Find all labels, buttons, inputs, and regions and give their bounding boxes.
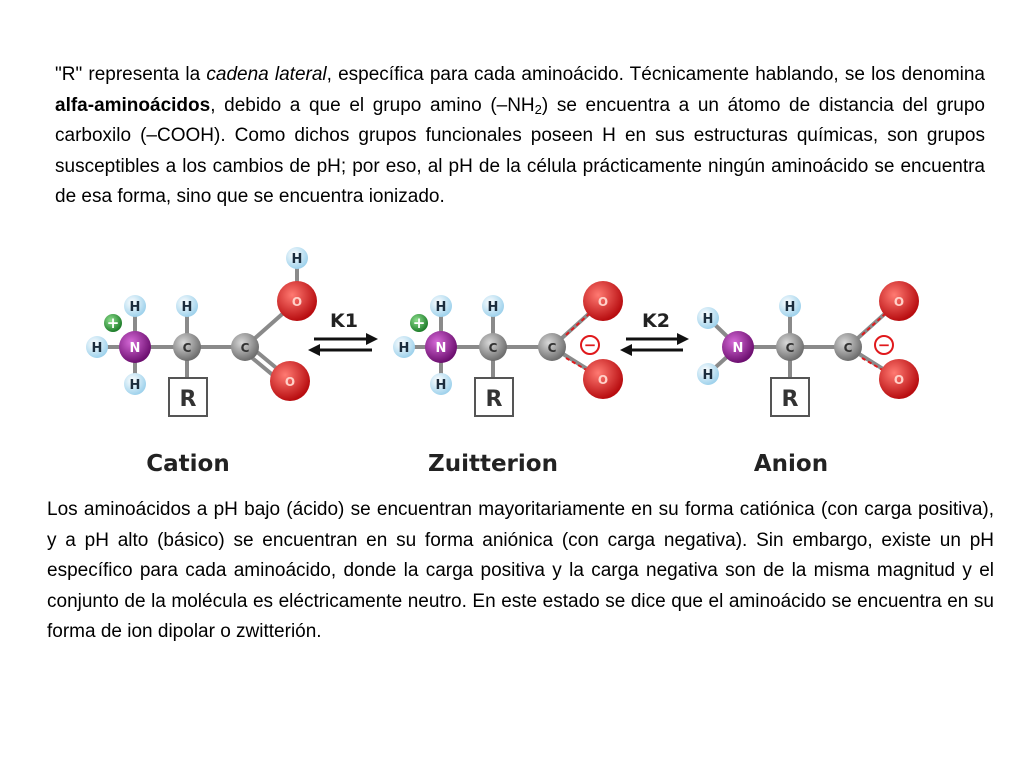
svg-text:−: − bbox=[878, 336, 891, 354]
paragraph-ionization: Los aminoácidos a pH bajo (ácido) se enc… bbox=[47, 499, 994, 643]
svg-text:H: H bbox=[703, 312, 714, 327]
svg-text:N: N bbox=[130, 341, 141, 356]
equilibrium-k1: K1 bbox=[308, 310, 378, 356]
svg-text:H: H bbox=[488, 300, 499, 315]
svg-text:O: O bbox=[598, 373, 608, 387]
zwitterion-molecule: H H H H N C C O O + − R bbox=[393, 281, 623, 417]
cation-molecule: H H H H H N C C O O + R bbox=[86, 247, 317, 417]
oxygen-atom-upper: O bbox=[583, 281, 623, 321]
oxygen-atom-hydroxyl: O bbox=[277, 281, 317, 321]
side-chain-r-box: R bbox=[474, 377, 514, 417]
amino-acid-ionization-diagram: H H H H H N C C O O + R K1 H H H H bbox=[86, 247, 919, 477]
anion-label: Anion bbox=[754, 451, 828, 477]
side-chain-r-box: R bbox=[770, 377, 810, 417]
subscript: 2 bbox=[534, 101, 542, 117]
svg-text:R: R bbox=[180, 387, 197, 412]
hydrogen-atom-top-n: H bbox=[124, 295, 146, 317]
carboxylate-carbon-atom: C bbox=[834, 333, 862, 361]
paragraph-side-chain: "R" representa la cadena lateral, especí… bbox=[55, 60, 985, 213]
svg-text:+: + bbox=[413, 314, 426, 332]
svg-text:−: − bbox=[584, 336, 597, 354]
svg-text:O: O bbox=[292, 295, 302, 309]
nitrogen-atom: N bbox=[119, 331, 151, 363]
text-run: , específica para cada aminoácido. Técni… bbox=[326, 64, 985, 85]
svg-text:H: H bbox=[436, 378, 447, 393]
svg-text:R: R bbox=[782, 387, 799, 412]
nitrogen-atom: N bbox=[425, 331, 457, 363]
svg-text:H: H bbox=[92, 341, 103, 356]
hydrogen-atom-left-n: H bbox=[86, 336, 108, 358]
hydrogen-atom-lower-n: H bbox=[697, 363, 719, 385]
k2-label: K2 bbox=[642, 310, 670, 332]
hydrogen-atom-alpha: H bbox=[482, 295, 504, 317]
alpha-carbon-atom: C bbox=[479, 333, 507, 361]
oxygen-atom-upper: O bbox=[879, 281, 919, 321]
alpha-carbon-atom: C bbox=[776, 333, 804, 361]
svg-text:+: + bbox=[107, 314, 120, 332]
text-run: ) se encuentra a un átomo de distancia d… bbox=[55, 94, 985, 208]
anion-molecule: H H H N C C O O − R bbox=[697, 281, 919, 417]
svg-text:O: O bbox=[894, 373, 904, 387]
svg-text:H: H bbox=[436, 300, 447, 315]
svg-text:N: N bbox=[733, 341, 744, 356]
hydrogen-atom-alpha: H bbox=[176, 295, 198, 317]
alpha-carbon-atom: C bbox=[173, 333, 201, 361]
svg-text:O: O bbox=[894, 295, 904, 309]
italic-term: cadena lateral bbox=[206, 64, 327, 85]
negative-charge-icon: − bbox=[874, 335, 894, 355]
svg-text:C: C bbox=[844, 341, 853, 355]
k1-label: K1 bbox=[330, 310, 358, 332]
carboxylate-carbon-atom: C bbox=[538, 333, 566, 361]
svg-text:C: C bbox=[548, 341, 557, 355]
svg-text:H: H bbox=[785, 300, 796, 315]
equilibrium-k2: K2 bbox=[620, 310, 689, 356]
svg-text:C: C bbox=[489, 341, 498, 355]
text-run: , debido a que el grupo amino (–NH bbox=[210, 94, 535, 116]
hydrogen-atom-upper-n: H bbox=[697, 307, 719, 329]
svg-text:H: H bbox=[292, 252, 303, 267]
oxygen-atom-lower: O bbox=[879, 359, 919, 399]
hydrogen-atom-bottom-n: H bbox=[124, 373, 146, 395]
side-chain-r-box: R bbox=[168, 377, 208, 417]
hydrogen-atom-carboxyl: H bbox=[286, 247, 308, 269]
cation-label: Cation bbox=[146, 451, 229, 477]
svg-text:H: H bbox=[399, 341, 410, 356]
svg-text:H: H bbox=[130, 378, 141, 393]
bold-term: alfa-aminoácidos bbox=[55, 94, 211, 116]
svg-text:C: C bbox=[786, 341, 795, 355]
svg-text:C: C bbox=[183, 341, 192, 355]
svg-text:R: R bbox=[486, 387, 503, 412]
svg-text:C: C bbox=[241, 341, 250, 355]
negative-charge-icon: − bbox=[580, 335, 600, 355]
oxygen-atom-lower: O bbox=[583, 359, 623, 399]
hydrogen-atom-left-n: H bbox=[393, 336, 415, 358]
carboxyl-carbon-atom: C bbox=[231, 333, 259, 361]
svg-text:H: H bbox=[703, 368, 714, 383]
hydrogen-atom-bottom-n: H bbox=[430, 373, 452, 395]
zwitterion-label: Zuitterion bbox=[428, 451, 558, 477]
positive-charge-icon: + bbox=[104, 314, 122, 332]
svg-text:H: H bbox=[182, 300, 193, 315]
svg-text:H: H bbox=[130, 300, 141, 315]
svg-text:N: N bbox=[436, 341, 447, 356]
positive-charge-icon: + bbox=[410, 314, 428, 332]
text-run: "R" representa la bbox=[55, 64, 207, 85]
svg-text:O: O bbox=[598, 295, 608, 309]
nitrogen-atom: N bbox=[722, 331, 754, 363]
hydrogen-atom-alpha: H bbox=[779, 295, 801, 317]
hydrogen-atom-top-n: H bbox=[430, 295, 452, 317]
svg-text:O: O bbox=[285, 375, 295, 389]
oxygen-atom-carbonyl: O bbox=[270, 361, 310, 401]
